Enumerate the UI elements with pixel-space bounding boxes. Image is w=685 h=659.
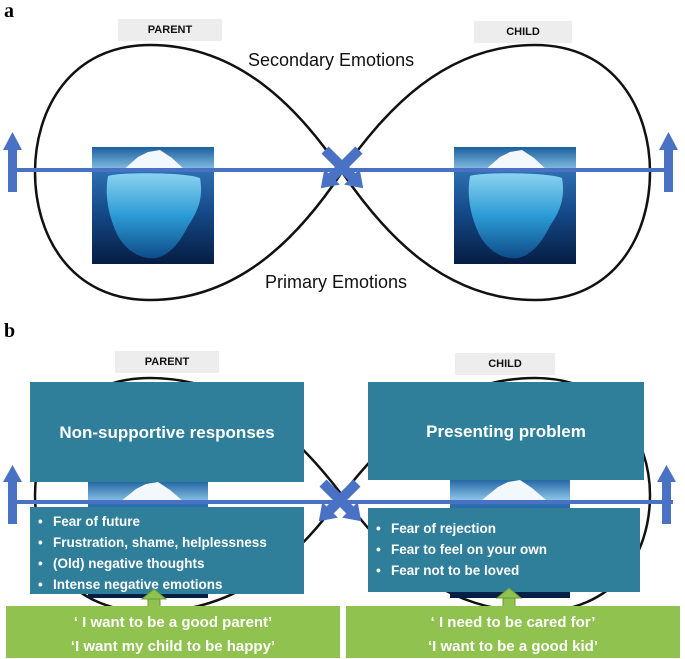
child-problem-title: Presenting problem	[426, 422, 586, 441]
parent-fears-list: Fear of future Frustration, shame, helpl…	[38, 511, 296, 595]
child-need-line: ‘ I need to be cared for’	[430, 614, 596, 631]
panel-label-a: a	[4, 0, 14, 22]
parent-need-line: ‘I want my child to be happy’	[70, 638, 276, 655]
child-fears-list: Fear of rejection Fear to feel on your o…	[376, 518, 632, 581]
crossing-arrows-a	[320, 146, 364, 189]
up-arrow-left-a	[3, 132, 22, 192]
iceberg-image-child-a	[454, 147, 576, 264]
parent-fears-box: Fear of future Frustration, shame, helpl…	[30, 507, 304, 595]
up-arrow-right-b	[657, 465, 676, 524]
parent-needs-box: ‘ I want to be a good parent’ ‘I want my…	[6, 606, 340, 658]
parent-tag-a: PARENT	[118, 19, 222, 41]
list-item: Fear not to be loved	[376, 560, 632, 581]
list-item: Intense negative emotions	[38, 574, 296, 595]
list-item: Frustration, shame, helplessness	[38, 532, 296, 553]
iceberg-image-parent-a	[92, 147, 214, 264]
secondary-emotions-label: Secondary Emotions	[248, 50, 415, 70]
child-need-line: ‘I want to be a good kid’	[427, 638, 598, 655]
up-arrow-left-b	[3, 465, 22, 524]
list-item: Fear to feel on your own	[376, 539, 632, 560]
parent-response-title: Non-supportive responses	[59, 423, 275, 442]
panel-label-b: b	[4, 320, 16, 342]
parent-tag-b: PARENT	[115, 351, 219, 373]
child-problem-box: Presenting problem	[368, 382, 644, 480]
parent-need-line: ‘ I want to be a good parent’	[73, 614, 273, 631]
list-item: (Old) negative thoughts	[38, 553, 296, 574]
child-tag-a: CHILD	[474, 21, 572, 43]
child-needs-box: ‘ I need to be cared for’ ‘I want to be …	[346, 606, 680, 658]
crossing-arrows-b	[318, 479, 362, 522]
list-item: Fear of future	[38, 511, 296, 532]
list-item: Fear of rejection	[376, 518, 632, 539]
primary-emotions-label: Primary Emotions	[265, 272, 408, 292]
up-arrow-right-a	[659, 132, 678, 192]
child-tag-b: CHILD	[455, 353, 555, 375]
child-fears-box: Fear of rejection Fear to feel on your o…	[368, 508, 640, 592]
parent-response-box: Non-supportive responses	[30, 382, 304, 482]
